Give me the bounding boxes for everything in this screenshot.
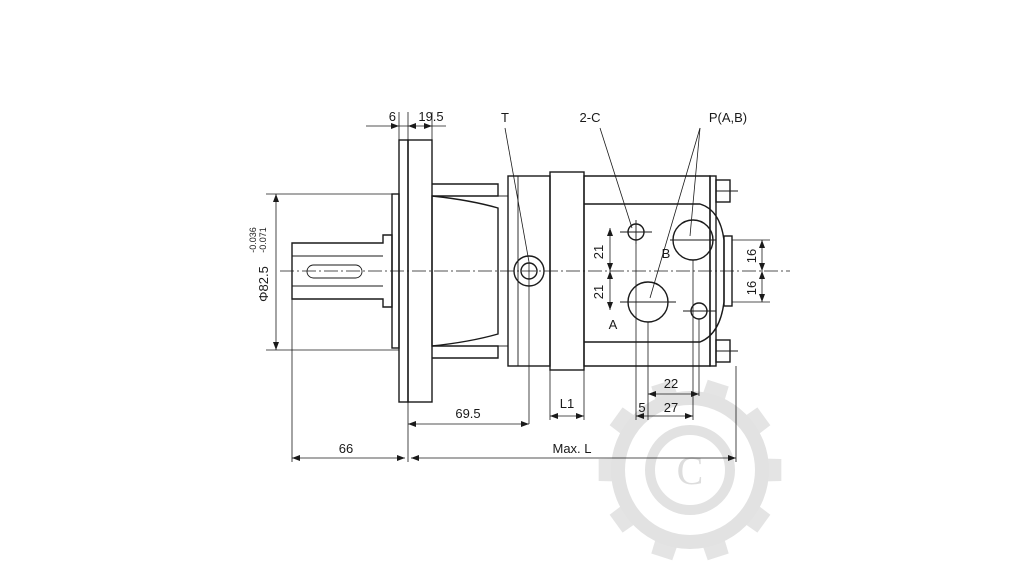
dim-l1-label: L1 [560,396,574,411]
watermark-gear-logo: C [598,379,782,561]
gear-tooth [609,407,640,438]
watermark-letter: C [677,448,704,493]
dim-16-upper-label: 16 [744,249,759,263]
dimension-lines [266,112,770,462]
dim-27-label: 27 [664,400,678,415]
gear-tooth [609,502,640,533]
tolerance-lower-label: -0.071 [258,227,268,253]
tolerance-upper-label: -0.036 [248,227,258,253]
dim-16-lower-label: 16 [744,281,759,295]
dim-21-upper-label: 21 [591,245,606,259]
dim-21-lower-label: 21 [591,285,606,299]
dim-69-5-label: 69.5 [455,406,480,421]
gear-tooth [740,502,771,533]
dim-max-l-label: Max. L [552,441,591,456]
bearing-housing [431,183,508,359]
dim-flange-width-label: 19.5 [418,109,443,124]
dim-5-label: 5 [638,400,645,415]
dim-22-label: 22 [664,376,678,391]
port-2c-label: 2-C [580,110,601,125]
port-a-label: A [609,317,618,332]
port-pab-label: P(A,B) [709,110,747,125]
gear-tooth [740,407,771,438]
dim-66-label: 66 [339,441,353,456]
arrowheads [273,123,765,461]
port-b-label: B [662,246,671,261]
end-cover [709,175,738,367]
dim-flange-thickness-label: 6 [389,109,396,124]
port-t-label: T [501,110,509,125]
pilot-diameter-label: Φ82.5 [256,266,271,302]
shaft-keyway [306,264,363,279]
